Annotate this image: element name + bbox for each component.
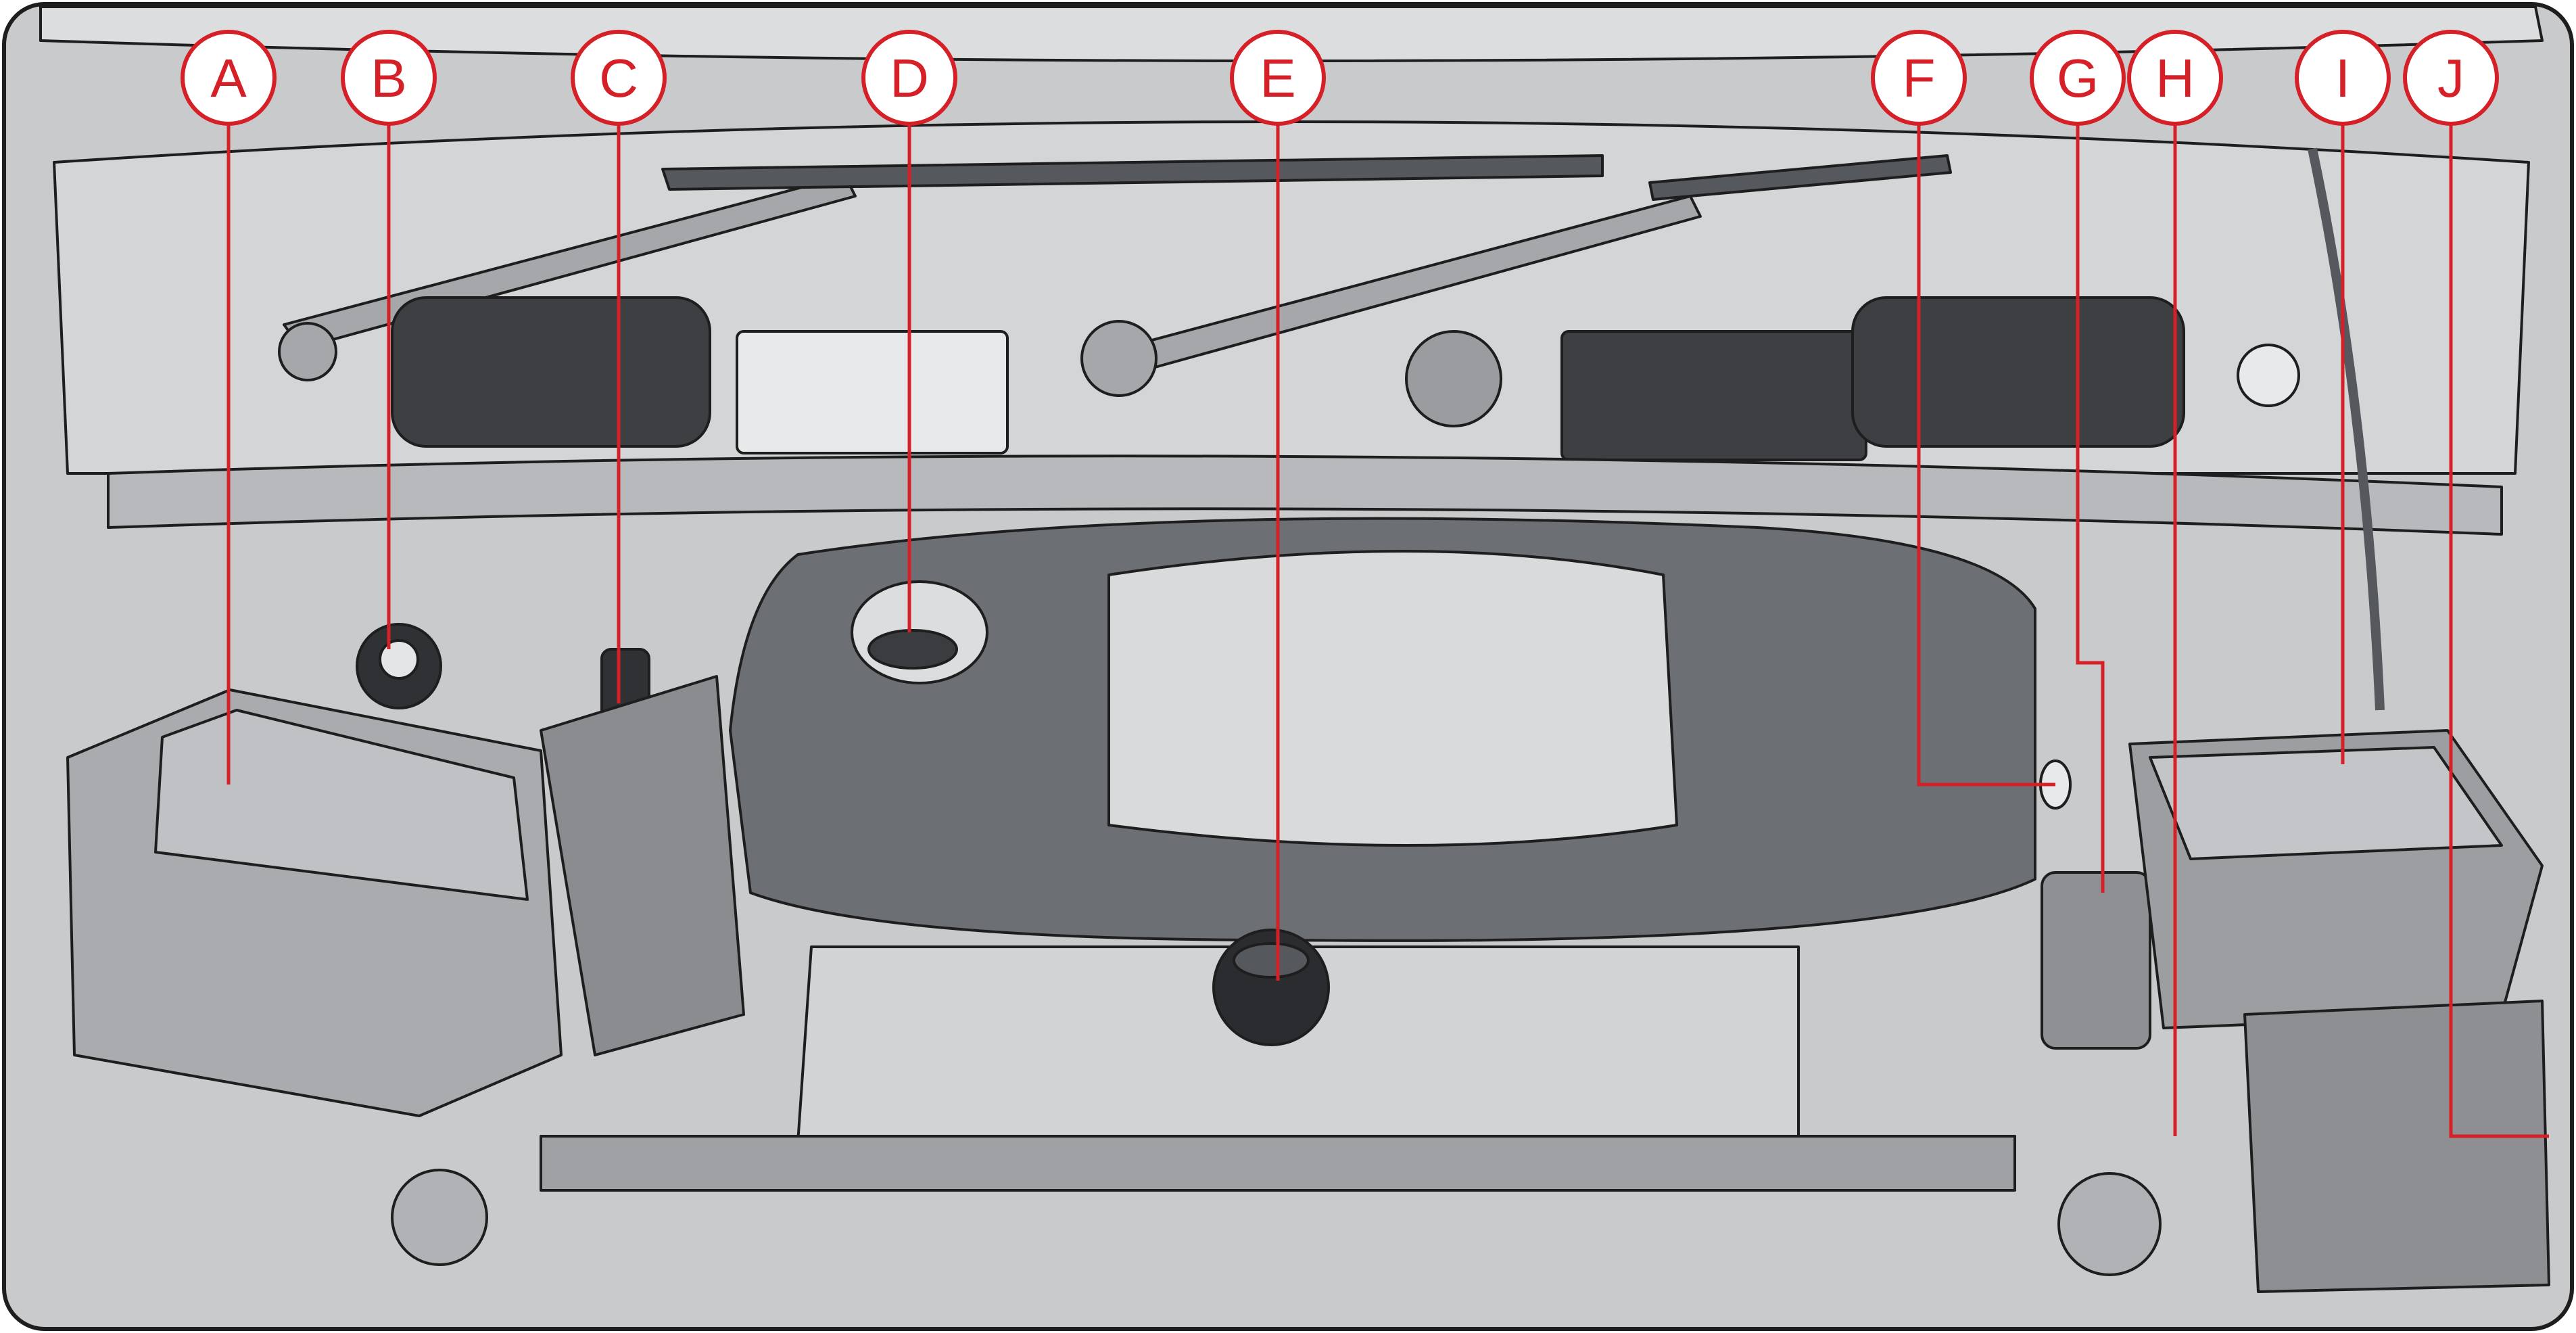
callout-label-h: H [2155,48,2195,108]
right-strut-mount [2057,1172,2162,1276]
callout-g: G [2030,30,2126,126]
right-wiper-blade [1648,154,1952,201]
cowl-vent-1 [391,296,711,448]
left-wiper-blade [661,154,1604,191]
vacuum-hose [2308,147,2385,711]
callout-line-g [2076,108,2105,893]
callout-i: I [2295,30,2391,126]
cowl-vent-3 [1560,330,1867,461]
center-wiper-pivot [1080,320,1158,397]
callout-label-b: B [371,48,406,108]
cowl-vent-2 [736,330,1009,454]
left-wiper-pivot [278,322,337,381]
battery-top [2149,746,2503,860]
intake-duct [540,675,745,1056]
callout-label-j: J [2437,48,2464,108]
washer-reservoir [2243,1000,2550,1293]
callout-label-a: A [210,48,247,108]
cowl-cross-member [107,454,2503,536]
callout-label-c: C [599,48,638,108]
washer-nozzle [1405,330,1502,427]
callout-line-j [2449,108,2549,1138]
lower-cross-member [540,1135,2016,1192]
callout-label-i: I [2335,48,2350,108]
callout-label-g: G [2057,48,2099,108]
callout-j: J [2403,30,2499,126]
oil-filler-cap [867,629,958,670]
callout-c: C [571,30,667,126]
cowl-grommet [2237,344,2300,407]
callout-markers: A B C D E F G H [181,30,2499,126]
engine-cover-grille [1107,550,1678,847]
fuse-box [2041,871,2151,1050]
air-filter-lid [154,709,529,901]
left-strut-mount [391,1169,488,1266]
callout-d: D [861,30,957,126]
callout-b: B [341,30,437,126]
callout-h: H [2127,30,2223,126]
callout-e: E [1230,30,1326,126]
callout-label-e: E [1260,48,1295,108]
callout-label-d: D [890,48,929,108]
cowl-vent-4 [1851,296,2185,448]
callout-layer [226,108,2549,1138]
callout-line-f [1917,108,2055,787]
callout-f: F [1871,30,1967,126]
brake-fluid-cap-top [379,639,419,680]
coolant-cap-top [1233,942,1310,979]
callout-a: A [181,30,277,126]
callout-label-f: F [1903,48,1936,108]
